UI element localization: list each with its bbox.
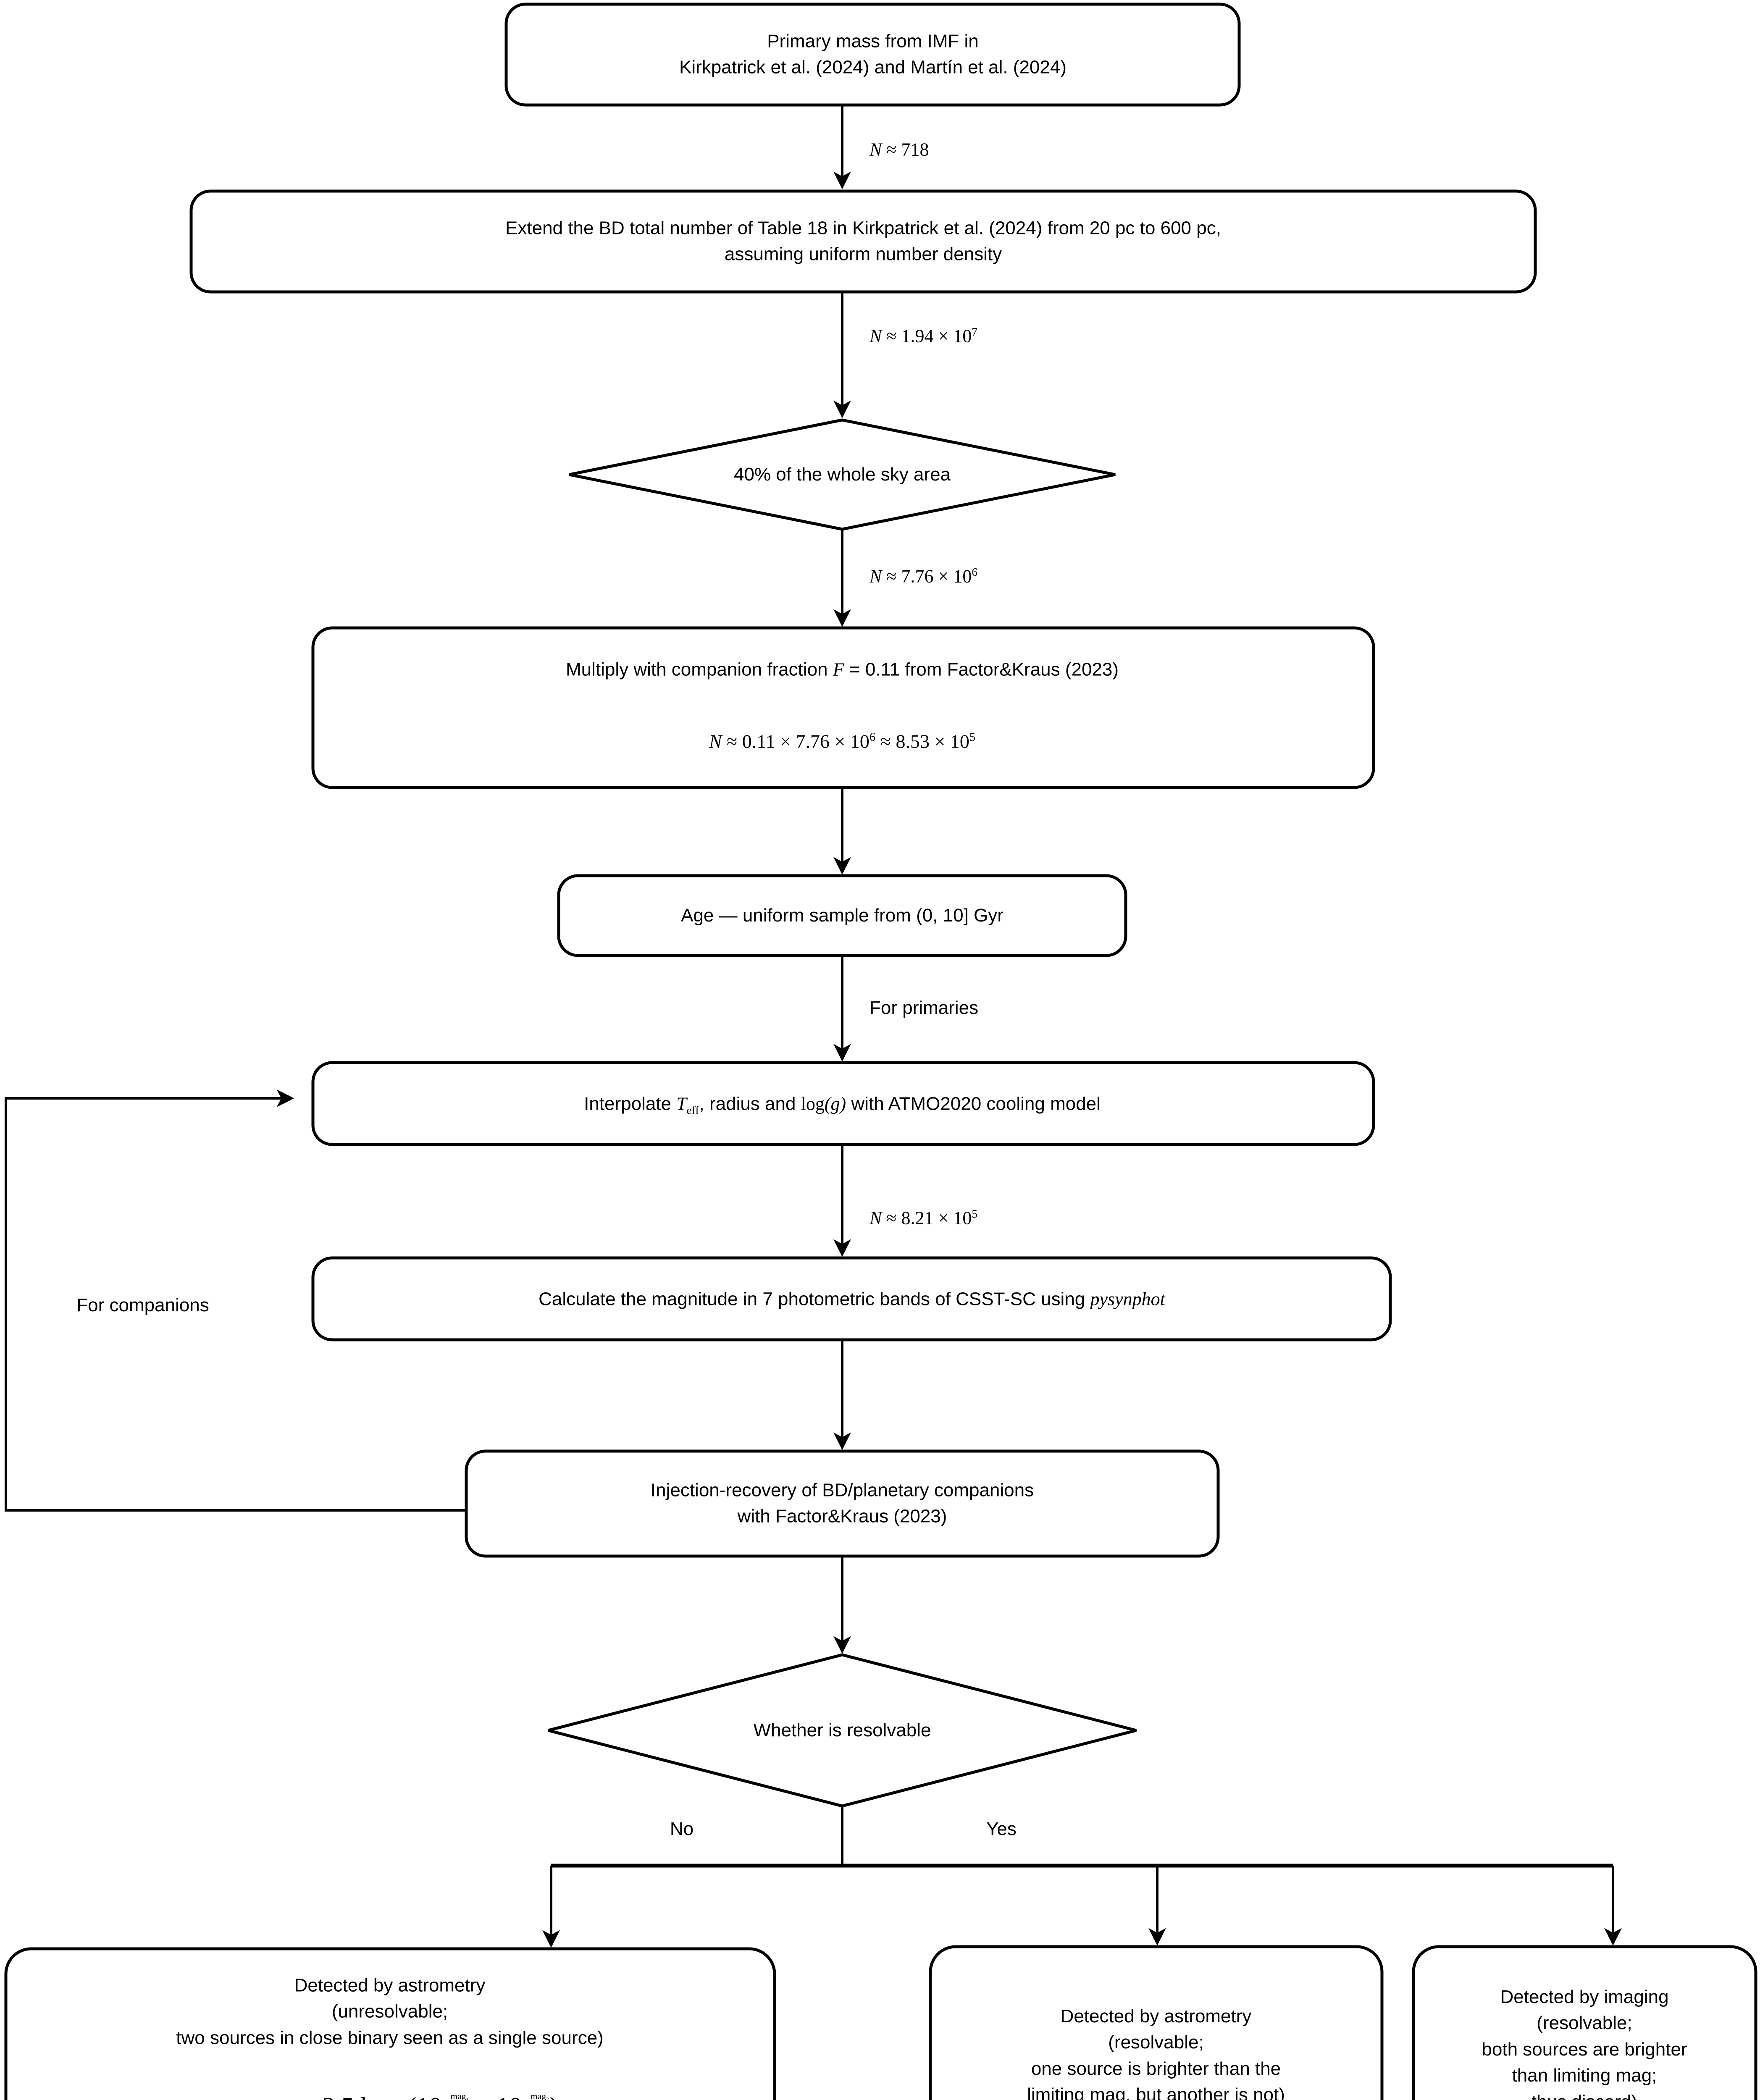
- node-interpolate-label: Interpolate Teff, radius and log(g) with…: [584, 1093, 1101, 1117]
- edge-label-n821e5-N: N: [869, 1208, 882, 1228]
- edge-label-n194e7-N: N: [869, 326, 882, 346]
- formula-lhs: mag: [221, 2092, 265, 2100]
- interpolate-post: with ATMO2020 cooling model: [846, 1093, 1101, 1114]
- edge-label-n776e6-exp: 6: [972, 565, 977, 578]
- node-magnitudes-label: Calculate the magnitude in 7 photometric…: [539, 1289, 1165, 1310]
- edge-label-n194e7-rest: ≈ 1.94 × 10: [882, 326, 972, 346]
- magnitudes-package-name: pysynphot: [1090, 1289, 1165, 1310]
- node-imaging-shape[interactable]: [1412, 1945, 1757, 2100]
- interpolate-teff-sub: eff: [686, 1104, 699, 1117]
- node-imf-shape[interactable]: [504, 3, 1241, 107]
- formula-exp1-num: mag: [450, 2091, 466, 2100]
- edge-label-for-primaries: For primaries: [869, 998, 979, 1018]
- node-astrometry-unresolved-shape[interactable]: [4, 1947, 776, 2100]
- edge-label-n194e7: N ≈ 1.94 × 107: [869, 326, 977, 347]
- edge-label-n718-N: N: [869, 139, 882, 160]
- edge-label-for-companions: For companions: [76, 1295, 209, 1315]
- formula-exp2-num-sub: 2: [546, 2096, 549, 2100]
- node-resolvable-shape[interactable]: [548, 1653, 1137, 1808]
- edge-label-n776e6-N: N: [869, 566, 882, 587]
- node-companion-fraction-line2: N ≈ 0.11 × 7.76 × 106 ≈ 8.53 × 105: [709, 730, 975, 753]
- companion-fraction-exp2: 5: [969, 731, 976, 744]
- companion-fraction-N: N: [709, 730, 722, 752]
- edge-label-n821e5-exp: 5: [972, 1207, 977, 1220]
- interpolate-log: log: [801, 1093, 825, 1114]
- edge-label-n821e5-rest: ≈ 8.21 × 10: [882, 1208, 972, 1228]
- edge-label-yes: Yes: [986, 1819, 1017, 1839]
- companion-fraction-body: ≈ 0.11 × 7.76 × 10: [722, 730, 869, 752]
- companion-fraction-mid: ≈ 8.53 × 10: [875, 730, 969, 752]
- edge-label-n718: N ≈ 718: [869, 139, 929, 160]
- formula-exp2-num: mag: [530, 2091, 546, 2100]
- edge-label-n718-rest: ≈ 718: [882, 139, 929, 160]
- companion-fraction-symbol: F: [833, 659, 844, 680]
- node-astrometry-resolved-shape[interactable]: [929, 1945, 1384, 2100]
- node-injection-shape[interactable]: [465, 1449, 1220, 1558]
- node-age-shape[interactable]: [557, 874, 1127, 957]
- edge-label-n194e7-exp: 7: [972, 325, 977, 338]
- node-sky-area-shape[interactable]: [569, 418, 1116, 531]
- formula-open: (10: [408, 2092, 441, 2100]
- magnitudes-pre: Calculate the magnitude in 7 photometric…: [539, 1289, 1090, 1310]
- node-extend-shape[interactable]: [189, 189, 1537, 294]
- formula-close: ): [550, 2092, 558, 2100]
- interpolate-teff-symbol: T: [676, 1093, 687, 1114]
- edge-feedback-for-companions: [5, 1089, 466, 1512]
- formula-plus: + 10: [470, 2092, 522, 2100]
- edge-label-n776e6: N ≈ 7.76 × 106: [869, 566, 977, 587]
- node-companion-fraction-line1: Multiply with companion fraction F = 0.1…: [566, 659, 1119, 680]
- interpolate-mid: , radius and: [699, 1093, 801, 1114]
- interpolate-log-arg: (g): [824, 1093, 846, 1114]
- formula-exp1-num-sub: 1: [466, 2096, 469, 2100]
- node-magnitudes-shape[interactable]: [311, 1256, 1392, 1341]
- interpolate-pre: Interpolate: [584, 1093, 677, 1114]
- node-astrometry-unresolved-formula: magtol = −2.5 log10(10−mag12.5 + 10−mag2…: [221, 2092, 558, 2100]
- companion-fraction-pre: Multiply with companion fraction: [565, 659, 833, 680]
- edge-label-n821e5: N ≈ 8.21 × 105: [869, 1208, 977, 1229]
- formula-eq: = −2.5 log: [281, 2092, 392, 2100]
- edge-label-n776e6-rest: ≈ 7.76 × 10: [882, 566, 972, 587]
- node-companion-fraction-shape[interactable]: [311, 626, 1375, 789]
- companion-fraction-post: = 0.11 from Factor&Kraus (2023): [844, 659, 1119, 680]
- edge-label-no: No: [670, 1819, 694, 1839]
- companion-fraction-exp1: 6: [869, 731, 876, 744]
